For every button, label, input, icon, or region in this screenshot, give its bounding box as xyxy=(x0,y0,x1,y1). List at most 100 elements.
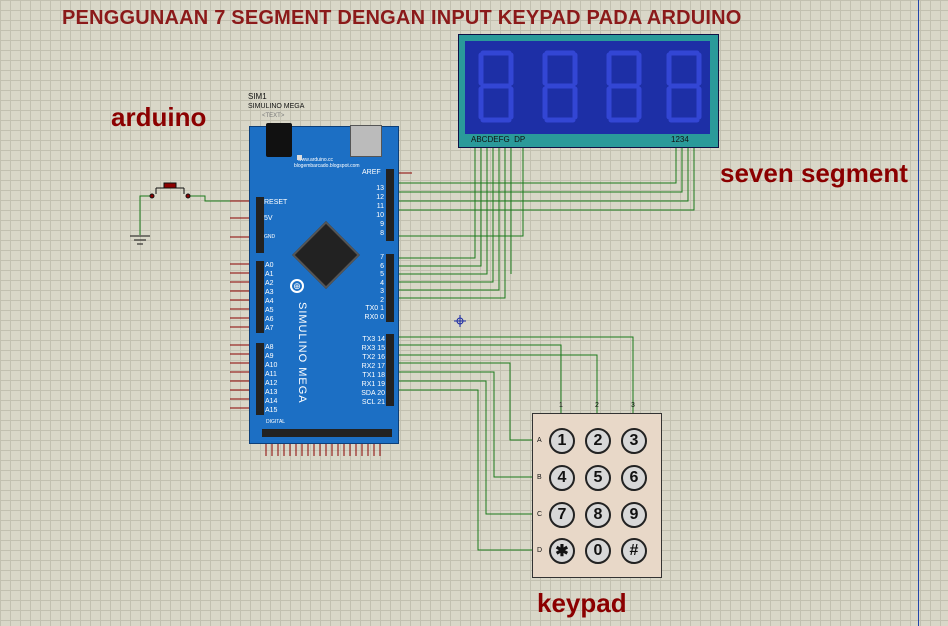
keypad[interactable]: 1 2 3 A B C D 1 2 3 4 5 6 7 8 9 ✱ 0 # xyxy=(532,402,662,578)
crosshair-icon xyxy=(454,315,466,327)
pin-6-label: 6 xyxy=(380,262,384,270)
pin-1-label: TX0 1 xyxy=(365,305,384,312)
key-5[interactable]: 5 xyxy=(585,465,611,491)
keypad-col-1-label: 1 xyxy=(559,402,563,409)
key-6[interactable]: 6 xyxy=(621,465,647,491)
pin-9-label: 9 xyxy=(380,221,384,228)
power-header xyxy=(256,197,264,253)
wire-seg-d xyxy=(396,145,494,283)
wire-digit-1 xyxy=(396,145,677,184)
pin-20-label: SDA 20 xyxy=(361,390,385,397)
pin-0-label: RX0 0 xyxy=(364,313,384,321)
key-star[interactable]: ✱ xyxy=(549,538,575,564)
pwm-header-top xyxy=(386,169,394,241)
key-7[interactable]: 7 xyxy=(549,502,575,528)
digital-header-bottom xyxy=(262,429,392,437)
reset-pin-label: RESET xyxy=(264,199,288,206)
wire-row-b xyxy=(396,371,537,478)
pin-5-label: 5 xyxy=(380,271,384,278)
pin-a7-label: A7 xyxy=(265,325,274,332)
pin-a6-label: A6 xyxy=(265,316,274,323)
board-url-2: blogembarcado.blogspot.com xyxy=(294,163,360,169)
pwm-top-labels: 13 12 11 10 9 8 xyxy=(372,184,384,238)
pin-a14-label: A14 xyxy=(265,398,278,405)
analog-labels-1: A0 A1 A2 A3 A4 A5 A6 A7 xyxy=(265,261,274,333)
keypad-col-2-label: 2 xyxy=(595,402,599,409)
keypad-row-a-label: A xyxy=(537,437,542,444)
key-0[interactable]: 0 xyxy=(585,538,611,564)
pin-15-label: RX3 15 xyxy=(361,345,385,352)
display-window xyxy=(465,41,710,134)
pin-a8-label: A8 xyxy=(265,344,274,351)
key-2[interactable]: 2 xyxy=(585,428,611,454)
wire-col-3 xyxy=(396,336,634,413)
pin-7-label: 7 xyxy=(380,254,384,261)
digit-1 xyxy=(478,50,514,123)
wire-seg-e xyxy=(396,145,500,291)
analog-header-1 xyxy=(256,261,264,333)
key-3[interactable]: 3 xyxy=(621,428,647,454)
power-jack xyxy=(266,123,292,157)
sheet-border xyxy=(918,0,919,626)
key-1[interactable]: 1 xyxy=(549,428,575,454)
pin-19-label: RX1 19 xyxy=(361,381,385,388)
ground-icon xyxy=(130,235,150,245)
segment-digits xyxy=(478,50,702,123)
pin-a12-label: A12 xyxy=(265,380,278,387)
digit-pin-labels: 1234 xyxy=(671,135,689,144)
pin-2-label: 2 xyxy=(380,296,384,304)
wire-seg-dp xyxy=(396,145,524,237)
pin-17-label: RX2 17 xyxy=(361,363,385,370)
wire-row-d xyxy=(396,389,537,551)
pin-10-label: 10 xyxy=(376,212,384,219)
pin-4-label: 4 xyxy=(380,279,384,287)
pin-16-label: TX2 16 xyxy=(362,354,385,361)
pin-13-label: 13 xyxy=(376,185,384,192)
board-brand: SIMULINO MEGA xyxy=(296,302,308,404)
comm-labels: TX3 14 RX3 15 TX2 16 RX2 17 TX1 18 RX1 1… xyxy=(358,335,385,407)
pin-21-label: SCL 21 xyxy=(361,399,385,406)
gnd-pin-label: GND xyxy=(264,234,276,240)
pin-a13-label: A13 xyxy=(265,389,278,396)
board-text-placeholder: <TEXT> xyxy=(262,113,285,119)
analog-header-2 xyxy=(256,343,264,415)
pin-18-label: TX1 18 xyxy=(362,372,385,379)
digit-3 xyxy=(606,50,642,123)
usb-port xyxy=(350,125,382,157)
microcontroller-chip xyxy=(292,221,360,289)
digit-2 xyxy=(542,50,578,123)
wire-row-a xyxy=(396,362,537,441)
keypad-col-3-label: 3 xyxy=(631,402,635,409)
wire-seg-f xyxy=(396,145,506,299)
led xyxy=(297,155,302,160)
seven-segment-display[interactable]: ABCDEFG DP 1234 xyxy=(458,34,719,148)
wire-col-2 xyxy=(396,354,598,413)
keypad-row-d-label: D xyxy=(537,547,543,554)
pin-a3-label: A3 xyxy=(265,289,274,296)
reset-pushbutton-icon xyxy=(149,182,191,199)
keypad-row-b-label: B xyxy=(537,474,542,481)
digit-4 xyxy=(666,50,702,123)
segment-pin-labels: ABCDEFG DP xyxy=(471,135,526,144)
keypad-label: keypad xyxy=(537,588,627,618)
pin-11-label: 11 xyxy=(376,203,384,210)
key-4[interactable]: 4 xyxy=(549,465,575,491)
key-8[interactable]: 8 xyxy=(585,502,611,528)
pin-a15-label: A15 xyxy=(265,407,278,414)
page-title: PENGGUNAAN 7 SEGMENT DENGAN INPUT KEYPAD… xyxy=(62,7,742,29)
key-hash[interactable]: # xyxy=(621,538,647,564)
wire-row-c xyxy=(396,380,537,515)
digital-label: DIGITAL xyxy=(266,419,286,425)
aref-label: AREF xyxy=(362,169,381,176)
wire-seg-b xyxy=(396,145,482,267)
pin-8-label: 8 xyxy=(380,230,384,237)
pin-a11-label: A11 xyxy=(265,371,277,378)
pin-a9-label: A9 xyxy=(265,353,274,360)
pin-a4-label: A4 xyxy=(265,298,274,305)
pin-a10-label: A10 xyxy=(265,362,278,369)
arduino-mega-board[interactable]: www.arduino.cc blogembarcado.blogspot.co… xyxy=(249,123,399,444)
pin-a1-label: A1 xyxy=(265,271,274,278)
key-9[interactable]: 9 xyxy=(621,502,647,528)
